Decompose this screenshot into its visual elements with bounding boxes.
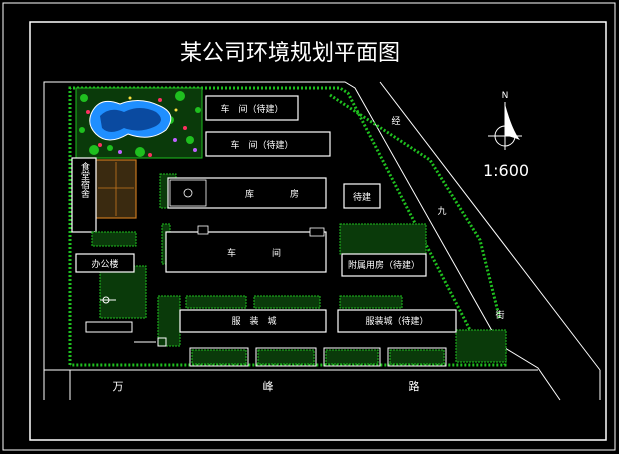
warehouse [167, 177, 327, 209]
main-workshop [165, 231, 327, 273]
planned-small-label: 待建 [353, 191, 371, 203]
north-arrow: N [488, 91, 522, 150]
garment-city-planned-label: 服装城（待建） [365, 315, 428, 327]
workshop-planned-2-label: 车 间（待建） [230, 139, 293, 151]
road-label-feng: 峰 [263, 380, 274, 393]
basketball-court [169, 179, 207, 207]
inner-frame [29, 21, 607, 441]
road-label-jing: 经 [391, 115, 400, 127]
page-title: 某公司环境规划平面图 [180, 41, 400, 66]
road-label-wan: 万 [113, 380, 124, 393]
office-label: 办公楼 [91, 258, 118, 270]
warehouse-label: 库 房 [245, 188, 299, 200]
main-workshop-label: 车 间 [227, 247, 281, 259]
scale-label: 1:600 [483, 161, 529, 180]
road-label-lu: 路 [409, 380, 420, 393]
garment-city [179, 309, 327, 333]
workshop-planned-1-label: 车 间（待建） [220, 103, 283, 115]
annex-planned-label: 附属用房（待建） [348, 259, 420, 271]
road-label-jiu: 九 [437, 206, 446, 217]
planned-small-building [343, 183, 381, 209]
office-plaza [85, 296, 167, 347]
canteen-building [71, 157, 97, 233]
office-building [75, 253, 135, 273]
road-label-jie: 街 [495, 309, 504, 321]
road-lines [43, 81, 601, 401]
svg-text:N: N [502, 91, 509, 101]
workshop-planned-2 [205, 131, 331, 157]
garment-city-label: 服 装 城 [231, 315, 276, 327]
workshop-planned-1 [205, 95, 299, 121]
front-planters [191, 349, 445, 365]
garden-area [75, 87, 203, 159]
annex-planned [341, 253, 427, 277]
canteen-label: 食堂宿舍 [79, 161, 90, 199]
garment-city-planned [337, 309, 457, 333]
